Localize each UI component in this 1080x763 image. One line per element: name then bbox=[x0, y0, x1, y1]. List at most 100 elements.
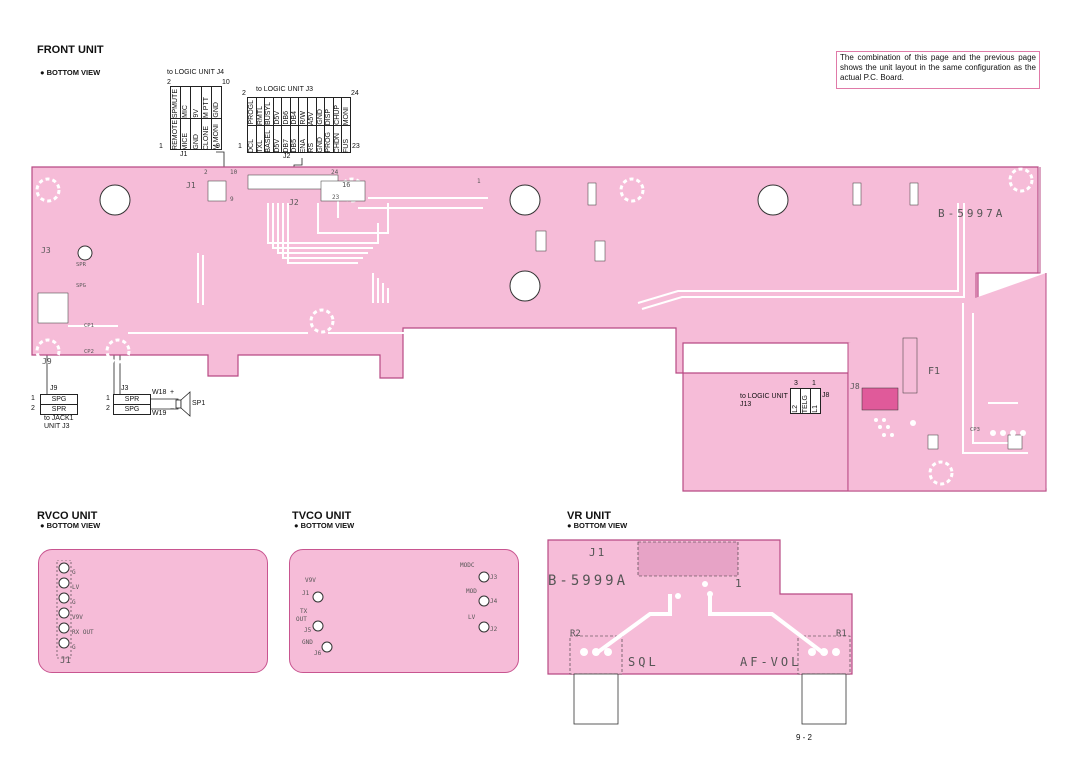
vr-r1: R1 bbox=[836, 629, 847, 639]
tvco-mod: MOD bbox=[466, 588, 477, 595]
rvco-j1: J1 bbox=[60, 656, 71, 666]
j3-pin-cell: DISP bbox=[325, 98, 334, 125]
vr-title: VR UNIT bbox=[567, 510, 611, 522]
j3-pin-cell: GND bbox=[317, 126, 326, 153]
j9-pin-number: 1 bbox=[31, 395, 35, 402]
j3-pin-number: 1 bbox=[106, 395, 110, 402]
speaker-w18: W18 bbox=[152, 389, 167, 396]
front-unit-title: FRONT UNIT bbox=[37, 44, 104, 56]
j9-box-title: J9 bbox=[50, 385, 58, 392]
tvco-j6: J6 bbox=[314, 650, 322, 657]
rvco-pads bbox=[56, 560, 72, 659]
j3-pin-cell: BUSYL bbox=[265, 98, 274, 125]
j8-pin: L2 bbox=[791, 405, 799, 413]
rvco-title: RVCO UNIT bbox=[37, 510, 98, 522]
page-number: 9 - 2 bbox=[796, 733, 813, 742]
silk-10: 10 bbox=[230, 169, 238, 176]
j9-box: SPG SPR bbox=[40, 394, 78, 415]
j3-pin-cell: GND bbox=[317, 98, 326, 125]
j3-destination: to LOGIC UNIT J3 bbox=[256, 86, 314, 93]
tvco-tx: TX bbox=[300, 608, 308, 615]
silk-f1: F1 bbox=[928, 366, 941, 377]
silk-cp2: CP2 bbox=[84, 349, 94, 355]
silk-j2: J2 bbox=[289, 198, 299, 207]
j8-label: J8 bbox=[822, 392, 830, 399]
tvco-j4: J4 bbox=[490, 598, 498, 605]
j3-box: SPR SPG bbox=[113, 394, 151, 415]
j4-connector-table: SPMUTE MIC 9V M PTT GND REMOTE MICE GND … bbox=[170, 86, 222, 150]
j8-destination-unit: J13 bbox=[740, 401, 752, 408]
j3-pin-value: SPR bbox=[114, 395, 150, 405]
front-unit-pcb bbox=[31, 166, 1047, 492]
rvco-pad-label: G bbox=[72, 644, 76, 651]
silk-9: 9 bbox=[230, 196, 234, 203]
j8-pin: L1 bbox=[812, 405, 820, 413]
j9-pin-number: 2 bbox=[31, 405, 35, 412]
j3-pin-cell: ENA bbox=[299, 126, 309, 153]
vr-pin-1: 1 bbox=[735, 577, 742, 590]
j4-pin-top-right: 10 bbox=[222, 79, 230, 86]
j4-pin-bottom-right: 9 bbox=[216, 143, 220, 150]
tvco-gnd: GND bbox=[302, 639, 313, 646]
vr-board-code: B-5999A bbox=[548, 573, 629, 589]
vr-subtitle: ● BOTTOM VIEW bbox=[567, 521, 628, 530]
j3-pin-cell: A5V bbox=[308, 98, 317, 125]
front-board-code: B-5997A bbox=[938, 207, 1006, 220]
vr-sql: SQL bbox=[628, 655, 659, 669]
j9-pin-value: SPR bbox=[51, 406, 67, 413]
rvco-pad-label: LV bbox=[72, 584, 80, 591]
silk-j3: J3 bbox=[41, 246, 51, 255]
j8-pin-3: 3 bbox=[794, 380, 798, 387]
j4-pin-bottom-left: 1 bbox=[159, 143, 163, 150]
j3-pin-bottom-left: 1 bbox=[238, 143, 242, 150]
silk-spg: SPG bbox=[76, 283, 86, 289]
vr-j1: J1 bbox=[589, 546, 607, 559]
j3-pin-cell: R/W bbox=[299, 98, 309, 125]
vr-r2: R2 bbox=[570, 629, 581, 639]
j8-connector-table: L2 TELG L1 bbox=[790, 388, 821, 414]
j3-pin-cell: CHDN bbox=[334, 126, 343, 153]
j3-pin-cell: TXL bbox=[257, 126, 266, 153]
rvco-pad-label: RX OUT bbox=[72, 629, 94, 636]
speaker-icon bbox=[150, 391, 191, 417]
j3-pin-cell: DB7 bbox=[282, 126, 291, 153]
j3-pin-cell: PROG bbox=[325, 126, 334, 153]
tvco-pads bbox=[312, 571, 490, 653]
j3-pin-cell: BASEL bbox=[265, 126, 274, 153]
front-unit-subtitle: ● BOTTOM VIEW bbox=[40, 68, 101, 77]
j3-pin-number: 2 bbox=[106, 405, 110, 412]
rvco-subtitle: ● BOTTOM VIEW bbox=[40, 521, 101, 530]
j3-pin-cell: RMTL bbox=[257, 98, 266, 125]
rvco-pcb bbox=[38, 549, 268, 673]
rvco-pad-label: V9V bbox=[72, 614, 83, 621]
tvco-modc: MODC bbox=[460, 562, 475, 569]
silk-cp1: CP1 bbox=[84, 323, 94, 329]
tvco-j5: J5 bbox=[304, 627, 312, 634]
j3-pin-cell: CHUP bbox=[334, 98, 343, 125]
j9-destination: to JACK1 bbox=[44, 415, 74, 422]
rvco-pad-labels: G LV G V9V RX OUT G bbox=[72, 565, 94, 655]
silk-24: 24 bbox=[331, 169, 339, 176]
rvco-pad-label: G bbox=[72, 569, 76, 576]
page-note: The combination of this page and the pre… bbox=[836, 51, 1040, 89]
tvco-j3: J3 bbox=[490, 574, 498, 581]
silk-j8: J8 bbox=[850, 382, 860, 391]
j3-pin-cell: PROGL bbox=[248, 98, 257, 125]
j4-pin-top-left: 2 bbox=[167, 79, 171, 86]
j3-pin-cell: DCL bbox=[248, 126, 257, 153]
j3-pin-cell: DB6 bbox=[282, 98, 291, 125]
j3-pin-top-right: 24 bbox=[351, 90, 359, 97]
j4-destination: to LOGIC UNIT J4 bbox=[167, 69, 225, 76]
silk-cp3: CP3 bbox=[970, 427, 980, 433]
silk-23: 23 bbox=[332, 194, 340, 201]
tvco-title: TVCO UNIT bbox=[292, 510, 352, 522]
tvco-j1: J1 bbox=[302, 590, 310, 597]
j3-pin-value: SPG bbox=[124, 406, 140, 413]
tvco-j2: J2 bbox=[490, 626, 498, 633]
silk-1: 1 bbox=[477, 178, 481, 185]
j3-pin-cell: D5V bbox=[274, 98, 283, 125]
j3-pin-cell: DB5 bbox=[291, 126, 300, 153]
